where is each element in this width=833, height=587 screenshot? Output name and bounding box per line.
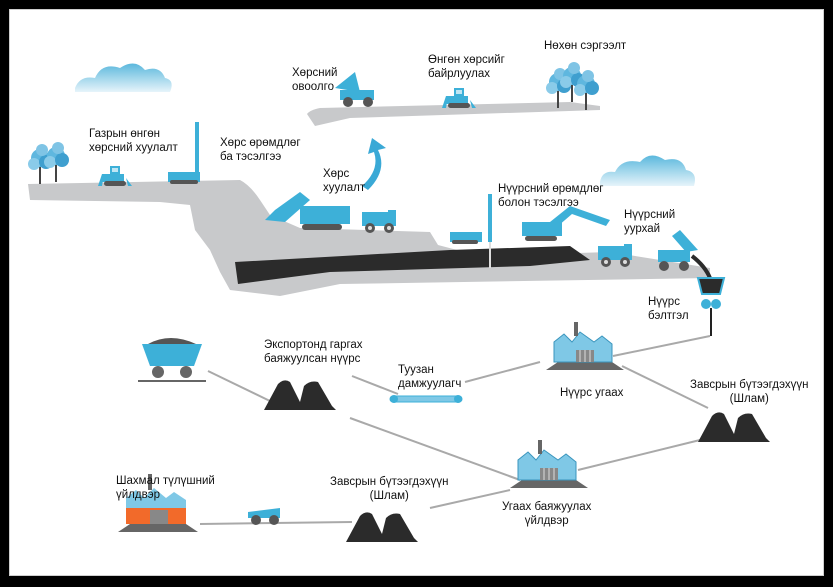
coal-pile-icon: [346, 512, 418, 542]
haul-truck-icon: [362, 210, 396, 233]
conveyor-belt-icon: [389, 395, 463, 403]
rail-wagon-icon: [138, 338, 206, 382]
flow-lines: [199, 335, 711, 525]
cloud-icon: [75, 63, 172, 92]
coal-hopper-icon: [690, 254, 726, 336]
cloud-icon: [600, 155, 695, 186]
label-coal-washing: Нүүрс угаах: [560, 387, 624, 399]
coal-seam: [235, 246, 590, 284]
label-tailings-right: Завсрын бүтээгдэхүүн(Шлам): [690, 379, 809, 405]
excavator-icon: [265, 192, 350, 230]
diagram-scene: [28, 62, 770, 542]
drill-rig-icon: [168, 122, 200, 184]
tree-icon: [44, 142, 69, 182]
label-rehabilitation: Нөхөн сэргээлт: [544, 40, 627, 52]
dump-truck-icon: [335, 72, 374, 107]
label-tailings-bottom: Завсрын бүтээгдэхүүн(Шлам): [330, 476, 449, 502]
coal-pile-icon: [698, 412, 770, 442]
dump-truck-icon: [248, 508, 280, 525]
factory-icon: [545, 321, 625, 371]
upper-ground: [307, 102, 600, 126]
excavator-icon: [522, 206, 610, 241]
up-arrow-icon: [362, 138, 386, 190]
drill-rig-icon: [450, 194, 492, 268]
briquette-factory-icon: [118, 474, 198, 532]
coal-pile-icon: [264, 380, 336, 410]
factory-icon: [509, 439, 589, 489]
dump-truck-icon: [658, 230, 698, 271]
pit-ground: [28, 180, 710, 296]
